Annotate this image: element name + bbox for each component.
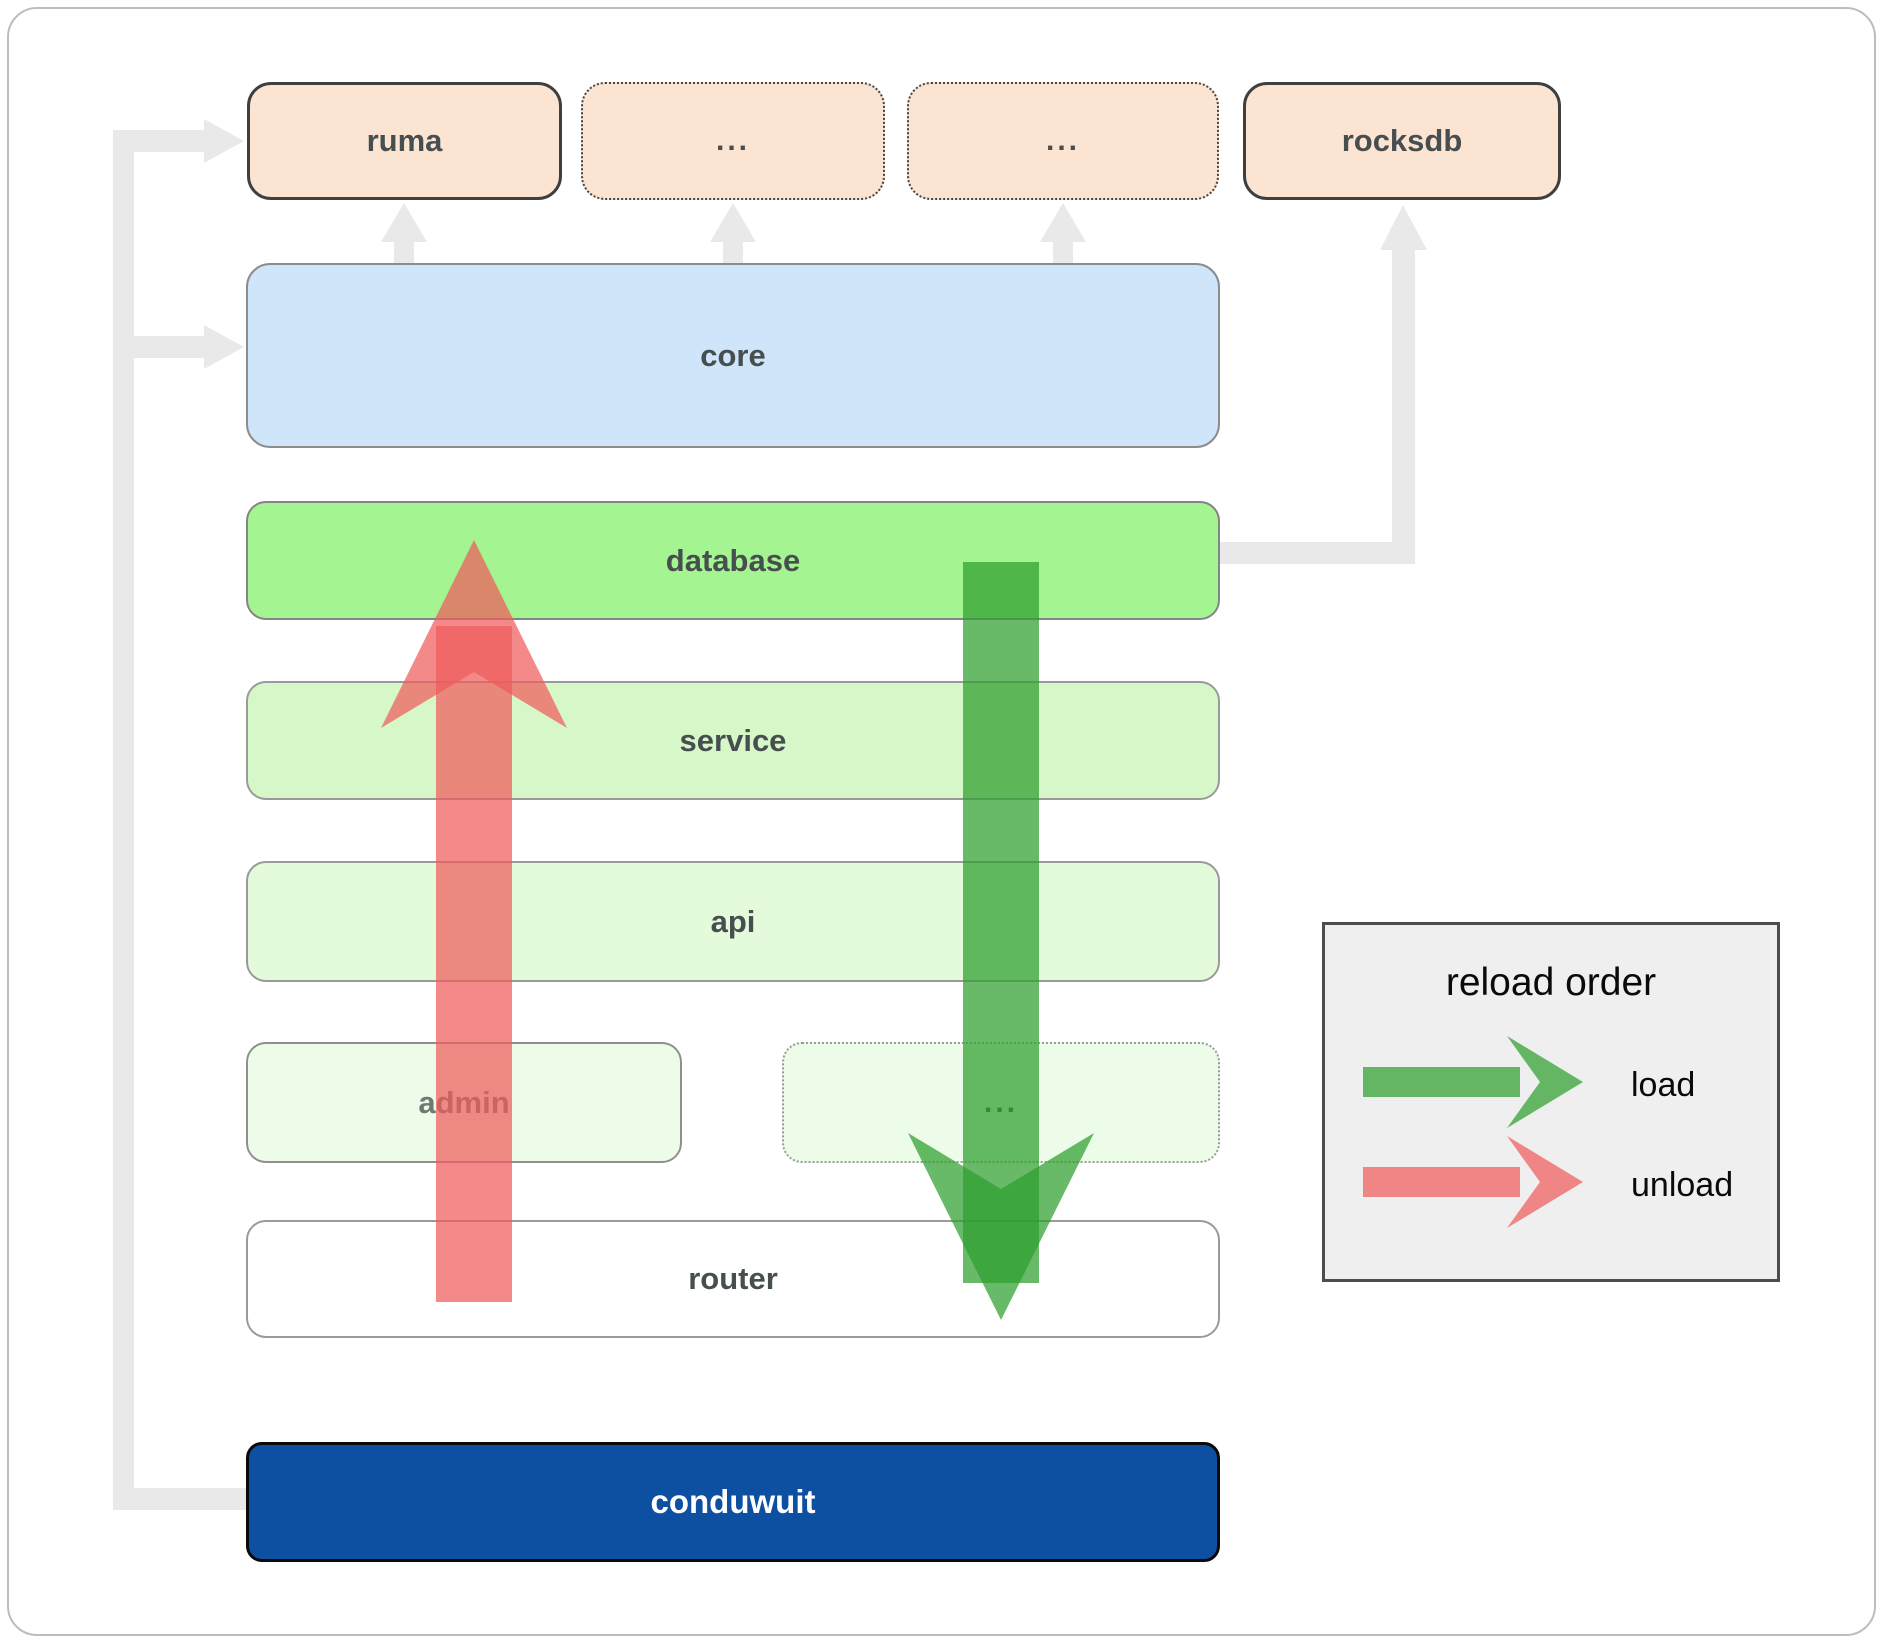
box-database: database bbox=[246, 501, 1220, 620]
box-api-label: api bbox=[710, 903, 756, 939]
box-service-label: service bbox=[679, 722, 787, 758]
box-conduwuit: conduwuit bbox=[246, 1442, 1220, 1562]
legend-title: reload order bbox=[1445, 961, 1657, 1004]
box-dots-top-a-label: ... bbox=[715, 124, 750, 157]
box-core-label: core bbox=[700, 337, 766, 373]
box-service: service bbox=[246, 681, 1220, 800]
diagram-outer-frame bbox=[7, 7, 1876, 1636]
box-dots-top-b: ... bbox=[907, 82, 1219, 200]
box-dots-bottom: ... bbox=[782, 1042, 1220, 1163]
legend-load-label: load bbox=[1631, 1065, 1696, 1104]
box-dots-top-b-label: ... bbox=[1045, 124, 1080, 157]
box-core: core bbox=[246, 263, 1220, 448]
legend-unload-label: unload bbox=[1631, 1165, 1734, 1204]
legend-panel: reload order load unload bbox=[1322, 922, 1780, 1282]
box-api: api bbox=[246, 861, 1220, 982]
box-router-label: router bbox=[688, 1261, 778, 1296]
box-rocksdb-label: rocksdb bbox=[1341, 123, 1463, 158]
box-router: router bbox=[246, 1220, 1220, 1338]
box-conduwuit-label: conduwuit bbox=[650, 1483, 816, 1520]
box-rocksdb: rocksdb bbox=[1243, 82, 1561, 200]
box-ruma-label: ruma bbox=[366, 123, 443, 158]
box-ruma: ruma bbox=[247, 82, 562, 200]
box-admin-label: admin bbox=[418, 1084, 510, 1120]
box-dots-bottom-label: ... bbox=[983, 1085, 1018, 1119]
box-dots-top-a: ... bbox=[581, 82, 885, 200]
box-admin: admin bbox=[246, 1042, 682, 1163]
box-database-label: database bbox=[665, 542, 801, 578]
